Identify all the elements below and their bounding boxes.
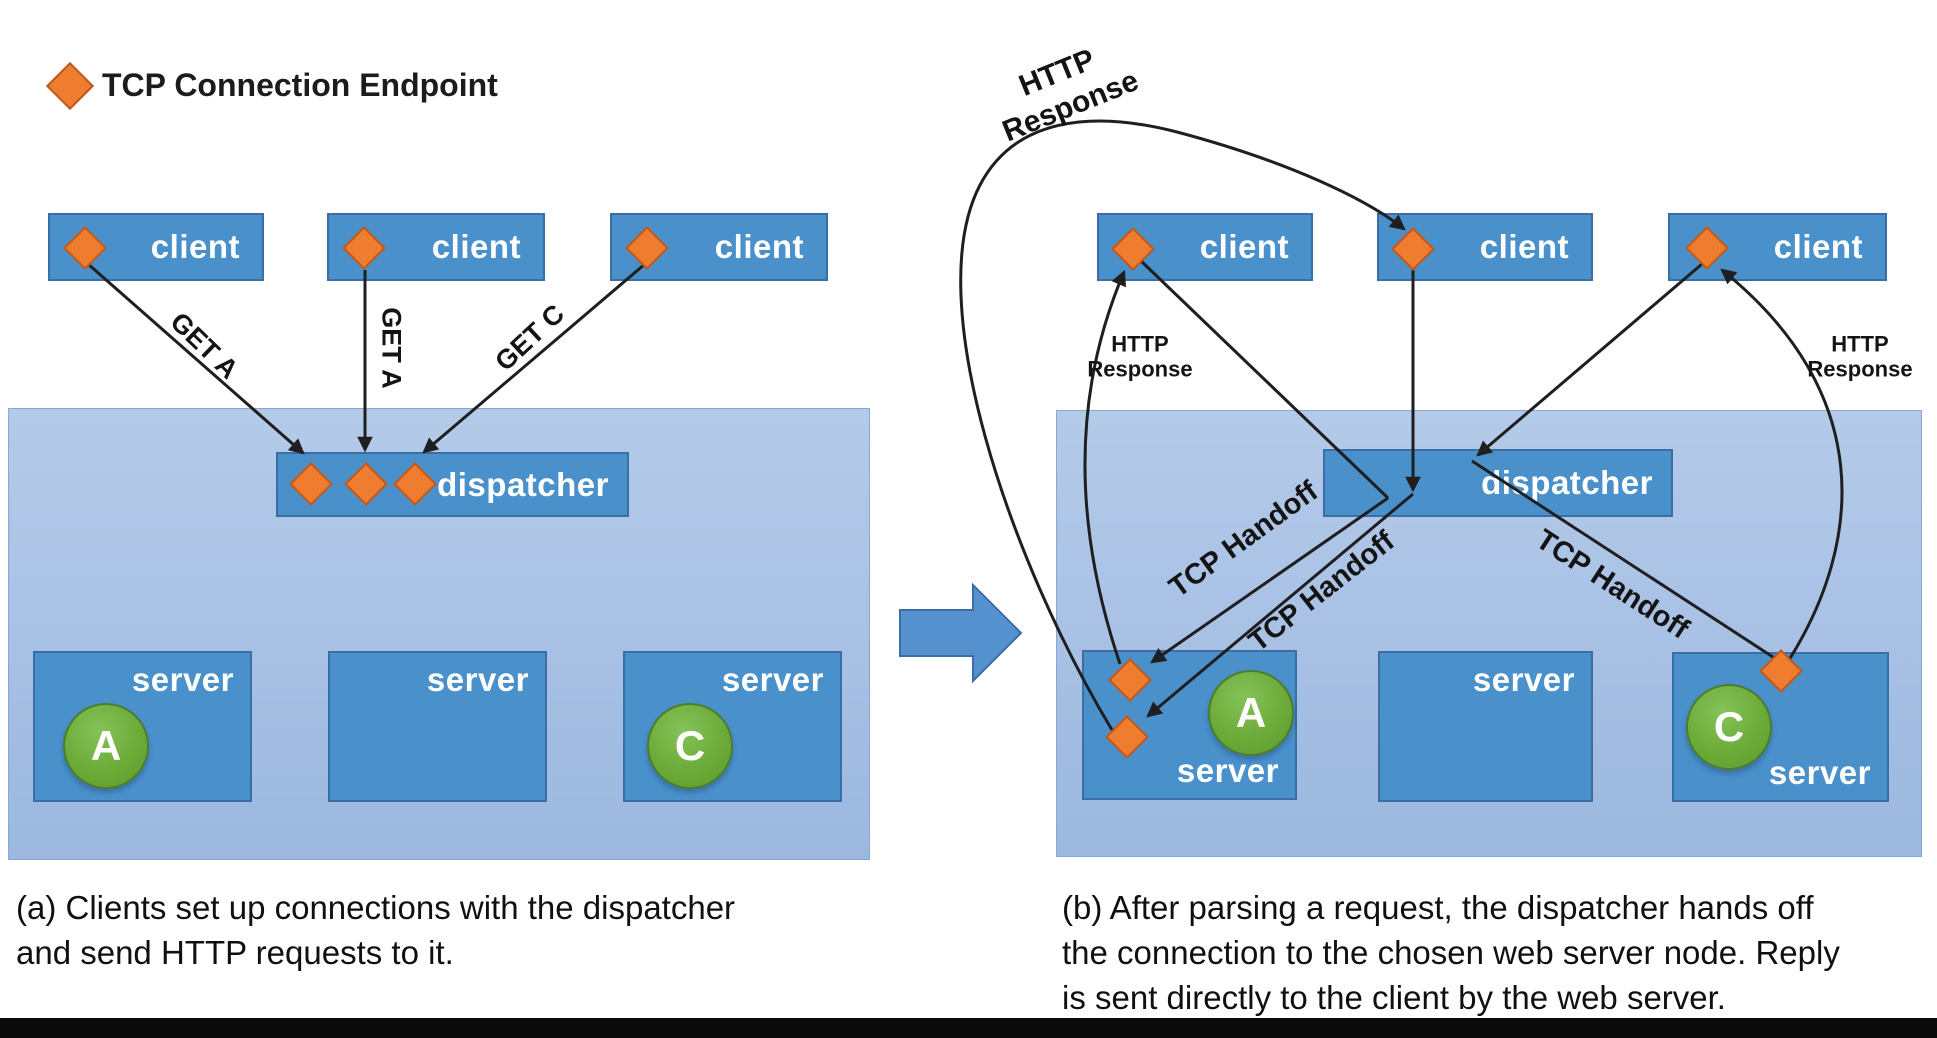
caption-line: (a) Clients set up connections with the … — [16, 889, 736, 926]
dispatcher-label: dispatcher — [437, 465, 609, 503]
caption-line: the connection to the chosen web server … — [1062, 933, 1840, 971]
panel-b-node-c-badge: C — [1686, 684, 1772, 770]
dispatcher-label: dispatcher — [1481, 464, 1653, 501]
node-letter: A — [90, 722, 122, 769]
panel-a-dispatcher: dispatcher — [276, 452, 629, 517]
get-a-label-2: GET A — [376, 307, 407, 389]
client-label: client — [1199, 228, 1289, 265]
client-label: client — [714, 228, 804, 265]
client-label: client — [1479, 228, 1569, 265]
arrow-a-client3-to-dispatcher — [422, 262, 646, 454]
node-letter: C — [674, 722, 706, 769]
server-label: server — [131, 661, 234, 698]
arrow-b-client3-to-dispatcher — [1476, 262, 1703, 457]
client-label: client — [1773, 228, 1863, 265]
panel-a-node-c-badge: C — [647, 703, 733, 789]
caption-line: (b) After parsing a request, the dispatc… — [1062, 889, 1814, 926]
legend-label: TCP Connection Endpoint — [102, 67, 498, 103]
caption-line: and send HTTP requests to it. — [16, 933, 454, 971]
server-label: server — [426, 661, 529, 698]
panel-b-dispatcher: dispatcher — [1323, 449, 1673, 517]
arrow-b-handoff2-to-server-a — [1146, 492, 1414, 718]
client-label: client — [150, 228, 240, 265]
panel-transition-arrow — [899, 582, 1023, 684]
panel-a-node-a-badge: A — [63, 703, 149, 789]
caption-line: is sent directly to the client by the we… — [1062, 978, 1726, 1016]
curve-b-response-server-a-to-client1 — [1083, 269, 1126, 665]
panel-a-server-b: server — [328, 651, 547, 802]
panel-b-node-a-badge: A — [1208, 670, 1294, 756]
arrow-a-client1-to-dispatcher — [87, 262, 305, 455]
bottom-black-bar — [0, 1018, 1937, 1038]
client-label: client — [431, 228, 521, 265]
server-label: server — [1176, 752, 1279, 789]
curve-b-response-server-c-to-client3 — [1720, 268, 1844, 661]
http-response-label-right: HTTP Response — [1807, 331, 1913, 382]
arrow-b-handoff1-to-server-a — [1150, 496, 1389, 664]
http-response-label-left: HTTP Response — [1087, 331, 1193, 382]
arrow-b-handoff3-to-server-c — [1471, 459, 1777, 661]
panel-a-server-a: server — [33, 651, 252, 802]
curve-b-response-server-a-to-client2 — [959, 119, 1406, 731]
node-letter: A — [1235, 689, 1267, 736]
server-label: server — [1768, 754, 1871, 791]
caption-panel-a: (a) Clients set up connections with the … — [16, 886, 735, 976]
panel-b-server-b: server — [1378, 651, 1593, 802]
server-label: server — [1472, 661, 1575, 698]
arrow-b-client1-to-dispatcher — [1138, 258, 1390, 500]
server-label: server — [721, 661, 824, 698]
node-letter: C — [1713, 703, 1745, 750]
caption-panel-b: (b) After parsing a request, the dispatc… — [1062, 886, 1840, 1021]
